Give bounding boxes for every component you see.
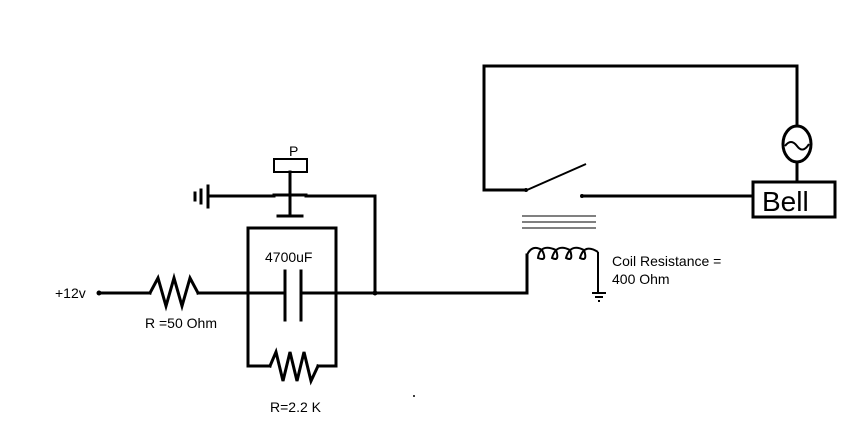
series-resistor-label: R =50 Ohm [145,315,217,331]
lamp-filament-icon [784,141,810,151]
series-resistor [147,272,201,312]
parallel-resistor [268,347,320,386]
relay-coil [526,246,599,260]
capacitor-label: 4700uF [265,249,312,265]
bell-label: Bell [762,186,809,217]
pushbutton-label: P [289,143,298,159]
pushbutton-cap [273,158,308,173]
stray-dot [413,395,415,397]
relay-switch-arm [526,163,587,191]
coil-resistance-label-line1: Coil Resistance = [612,253,721,269]
supply-voltage-label: +12v [55,285,86,301]
bell-box [751,180,837,219]
coil-resistance-label-line2: 400 Ohm [612,271,670,287]
parallel-resistor-label: R=2.2 K [270,399,322,415]
